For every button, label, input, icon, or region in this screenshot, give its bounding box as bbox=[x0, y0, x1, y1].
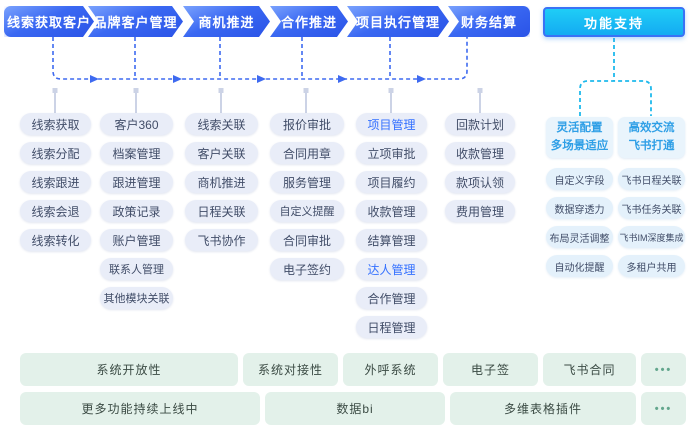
feature-pill-highlighted: 项目管理 bbox=[356, 113, 427, 135]
flow-step-label: 财务结算 bbox=[460, 15, 517, 30]
feature-pill: 自定义提醒 bbox=[270, 200, 344, 222]
feature-column-2: 客户360 档案管理 跟进管理 政策记录 账户管理 联系人管理 其他模块关联 bbox=[100, 113, 173, 309]
more-ellipsis: ••• bbox=[641, 353, 686, 386]
feature-pill: 线索转化 bbox=[20, 229, 91, 251]
support-pill: 布局灵活调整 bbox=[546, 226, 613, 248]
support-header-line: 高效交流 bbox=[628, 122, 675, 135]
feature-pill: 服务管理 bbox=[270, 171, 344, 193]
feature-pill: 线索分配 bbox=[20, 142, 91, 164]
flow-step-6: 财务结算 bbox=[448, 6, 530, 37]
feature-pill: 合同审批 bbox=[270, 229, 344, 251]
feature-pill: 客户关联 bbox=[185, 142, 258, 164]
support-group-1: 灵活配置 多场景适应 自定义字段 数据穿透力 布局灵活调整 自动化提醒 bbox=[546, 117, 613, 277]
feature-pill: 联系人管理 bbox=[100, 258, 173, 280]
cyan-connector-lines bbox=[579, 38, 652, 116]
capability-box: 系统对接性 bbox=[243, 353, 338, 386]
feature-pill: 合同用章 bbox=[270, 142, 344, 164]
support-pill: 多租户共用 bbox=[618, 255, 685, 277]
feature-pill: 收款管理 bbox=[356, 200, 427, 222]
support-group-header: 灵活配置 多场景适应 bbox=[546, 117, 613, 158]
flow-step-1: 线索获取客户 bbox=[4, 6, 94, 37]
flow-step-label: 商机推进 bbox=[198, 15, 255, 30]
support-pill: 飞书任务关联 bbox=[618, 197, 685, 219]
support-header-line: 灵活配置 bbox=[556, 122, 603, 135]
feature-pill: 日程关联 bbox=[185, 200, 258, 222]
feature-pill: 回款计划 bbox=[445, 113, 515, 135]
flow-step-4: 合作推进 bbox=[270, 6, 348, 37]
flow-step-label: 项目执行管理 bbox=[355, 15, 440, 30]
support-button: 功能支持 bbox=[543, 7, 685, 37]
capability-box: 外呼系统 bbox=[343, 353, 438, 386]
feature-pill: 电子签约 bbox=[270, 258, 344, 280]
support-pill: 飞书IM深度集成 bbox=[618, 226, 685, 248]
feature-pill: 线索关联 bbox=[185, 113, 258, 135]
support-items: 自定义字段 数据穿透力 布局灵活调整 自动化提醒 bbox=[546, 168, 613, 277]
feature-pill: 线索跟进 bbox=[20, 171, 91, 193]
flow-step-label: 品牌客户管理 bbox=[93, 15, 178, 30]
feature-pill: 日程管理 bbox=[356, 316, 427, 338]
support-pill: 自定义字段 bbox=[546, 168, 613, 190]
feature-pill: 商机推进 bbox=[185, 171, 258, 193]
support-pill: 数据穿透力 bbox=[546, 197, 613, 219]
feature-pill: 费用管理 bbox=[445, 200, 515, 222]
capability-box: 飞书合同 bbox=[543, 353, 636, 386]
feature-pill: 收款管理 bbox=[445, 142, 515, 164]
capability-box: 电子签 bbox=[443, 353, 538, 386]
feature-pill: 其他模块关联 bbox=[100, 287, 173, 309]
support-button-label: 功能支持 bbox=[583, 15, 644, 31]
feature-column-3: 线索关联 客户关联 商机推进 日程关联 飞书协作 bbox=[185, 113, 258, 251]
capability-box: 更多功能持续上线中 bbox=[20, 392, 260, 425]
support-header-line: 飞书打通 bbox=[628, 139, 675, 152]
flow-step-3: 商机推进 bbox=[183, 6, 270, 37]
feature-pill: 合作管理 bbox=[356, 287, 427, 309]
feature-pill: 客户360 bbox=[100, 113, 173, 135]
support-group-header: 高效交流 飞书打通 bbox=[618, 117, 685, 158]
flow-step-5: 项目执行管理 bbox=[347, 6, 449, 37]
capability-box: 系统开放性 bbox=[20, 353, 238, 386]
blue-connector-lines bbox=[52, 37, 468, 80]
feature-pill: 款项认领 bbox=[445, 171, 515, 193]
flow-step-2: 品牌客户管理 bbox=[88, 6, 183, 37]
feature-pill: 报价审批 bbox=[270, 113, 344, 135]
support-pill: 飞书日程关联 bbox=[618, 168, 685, 190]
feature-pill: 飞书协作 bbox=[185, 229, 258, 251]
support-items: 飞书日程关联 飞书任务关联 飞书IM深度集成 多租户共用 bbox=[618, 168, 685, 277]
feature-pill: 账户管理 bbox=[100, 229, 173, 251]
support-header-line: 多场景适应 bbox=[550, 139, 609, 152]
column-stubs bbox=[52, 88, 483, 114]
capability-row-1: 系统开放性 系统对接性 外呼系统 电子签 飞书合同 ••• bbox=[20, 353, 686, 386]
feature-pill: 线索获取 bbox=[20, 113, 91, 135]
support-group-2: 高效交流 飞书打通 飞书日程关联 飞书任务关联 飞书IM深度集成 多租户共用 bbox=[618, 117, 685, 277]
feature-pill: 立项审批 bbox=[356, 142, 427, 164]
support-pill: 自动化提醒 bbox=[546, 255, 613, 277]
flow-step-label: 线索获取客户 bbox=[6, 15, 91, 30]
capability-row-2: 更多功能持续上线中 数据bi 多维表格插件 ••• bbox=[20, 392, 686, 425]
feature-pill: 跟进管理 bbox=[100, 171, 173, 193]
feature-pill: 档案管理 bbox=[100, 142, 173, 164]
feature-column-5: 项目管理 立项审批 项目履约 收款管理 结算管理 达人管理 合作管理 日程管理 bbox=[356, 113, 427, 338]
feature-pill: 政策记录 bbox=[100, 200, 173, 222]
flow-step-label: 合作推进 bbox=[280, 15, 337, 30]
flow-arrowheads bbox=[90, 75, 426, 83]
more-ellipsis: ••• bbox=[641, 392, 686, 425]
feature-column-6: 回款计划 收款管理 款项认领 费用管理 bbox=[445, 113, 515, 222]
feature-pill: 项目履约 bbox=[356, 171, 427, 193]
feature-column-4: 报价审批 合同用章 服务管理 自定义提醒 合同审批 电子签约 bbox=[270, 113, 344, 280]
feature-pill: 结算管理 bbox=[356, 229, 427, 251]
capability-box: 数据bi bbox=[265, 392, 445, 425]
feature-pill-highlighted: 达人管理 bbox=[356, 258, 427, 280]
feature-pill: 线索会退 bbox=[20, 200, 91, 222]
feature-column-1: 线索获取 线索分配 线索跟进 线索会退 线索转化 bbox=[20, 113, 91, 251]
capability-box: 多维表格插件 bbox=[450, 392, 636, 425]
